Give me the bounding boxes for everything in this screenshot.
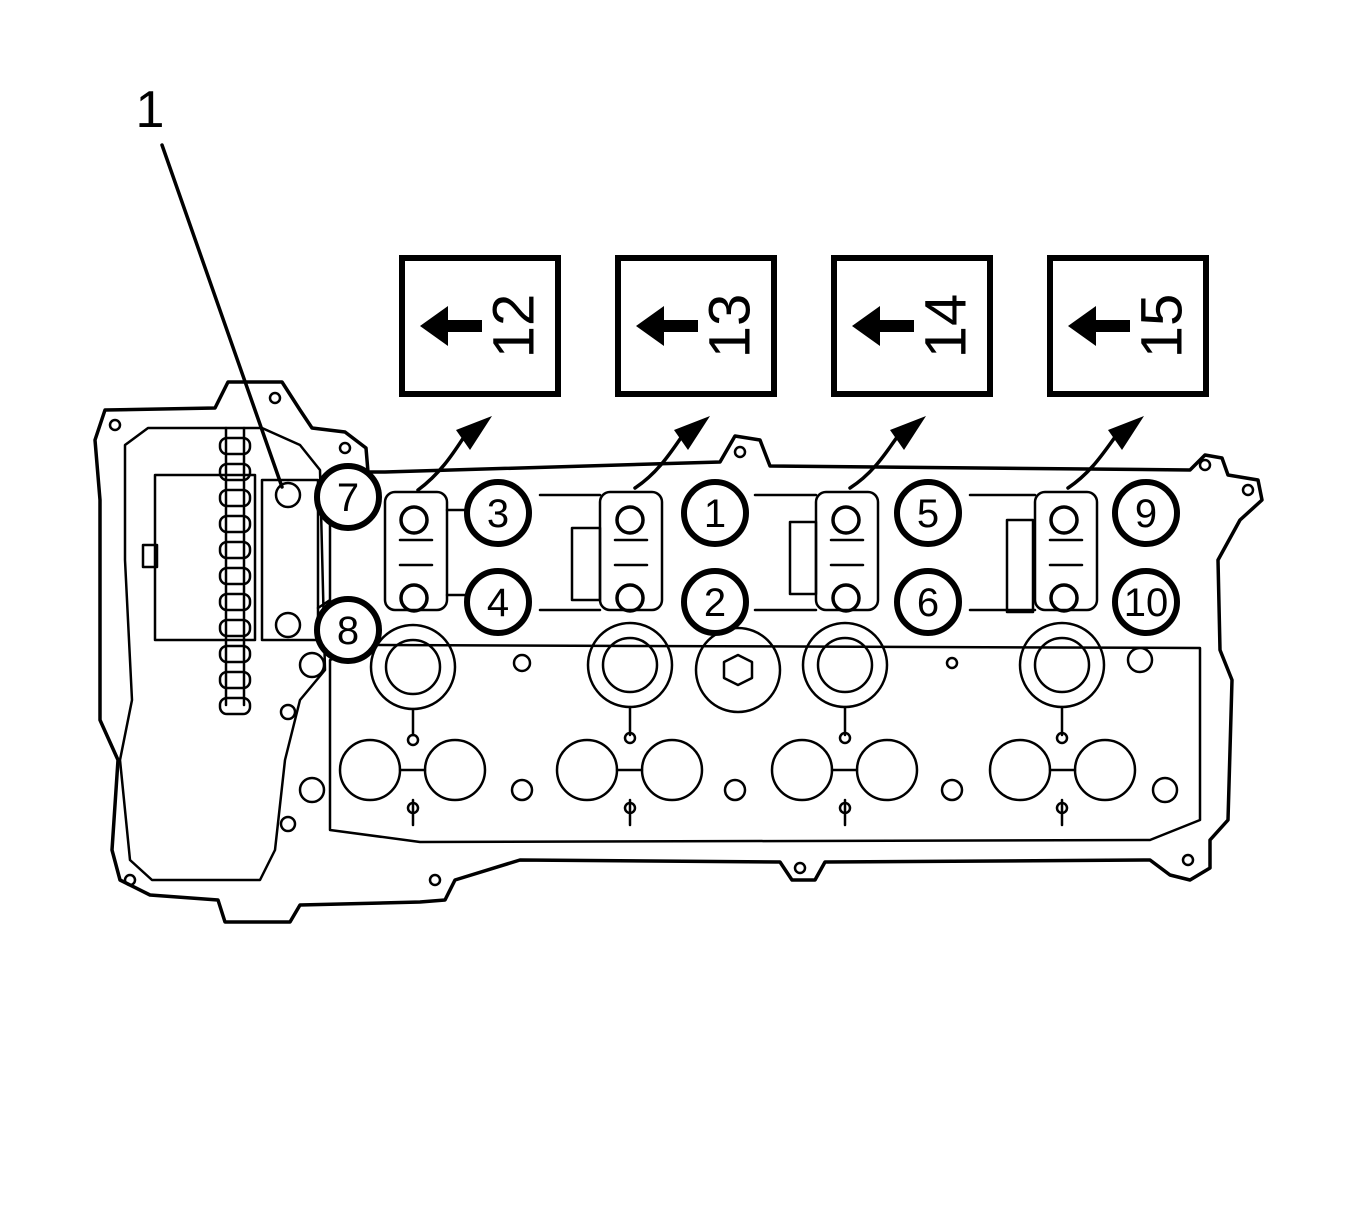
chain-link: [218, 696, 252, 716]
camshaft-journals: [383, 490, 1099, 614]
timing-pocket-outline: [118, 426, 327, 882]
step-arrow-shaft: [442, 320, 482, 332]
arrowhead-step-13: [674, 416, 710, 450]
bolt-callout-circle: [464, 479, 532, 547]
sprocket-housing: [153, 473, 257, 642]
timing-chain: [218, 426, 252, 716]
bolt-callout-label: 1: [704, 492, 726, 536]
bolt-callout-4: 4: [464, 568, 532, 636]
chain-link: [218, 644, 252, 664]
bolt-callout-label: 5: [917, 492, 939, 536]
left-arrow-icon: [420, 306, 448, 346]
valve-ports: [338, 705, 1137, 827]
step-arrow-shaft: [1090, 320, 1130, 332]
bolt-callout-circle: [1112, 479, 1180, 547]
bearing-cap-bolts: [274, 481, 1079, 639]
bolt-callout-label: 7: [337, 476, 359, 520]
chain-link: [218, 514, 252, 534]
step-arrow-shaft: [874, 320, 914, 332]
step-box-15: 15: [1047, 255, 1209, 397]
bolt-callout-label: 6: [917, 581, 939, 625]
step-arrow-shaft: [658, 320, 698, 332]
step-boxes: 12 13 14 15: [399, 255, 1209, 397]
bolt-callout-label: 3: [487, 492, 509, 536]
bolt-callout-circle: [681, 479, 749, 547]
step-number: 14: [914, 294, 979, 359]
left-arrow-icon: [852, 306, 880, 346]
bolt-callouts: 7 3 1 5 9 8 4 2 6 10: [314, 463, 1180, 664]
chain-link: [218, 670, 252, 690]
arrowhead-step-12: [456, 416, 492, 450]
left-arrow-icon: [1068, 306, 1096, 346]
bolt-callout-circle: [314, 463, 382, 531]
chain-link: [218, 618, 252, 638]
step-number: 15: [1130, 294, 1195, 359]
front-bearing-cap: [260, 478, 320, 642]
step-box-12: 12: [399, 255, 561, 397]
bolt-callout-label: 8: [337, 609, 359, 653]
arrowhead-step-14: [890, 416, 926, 450]
leader-label-1: 1: [136, 81, 165, 139]
leader-line-1: [160, 143, 284, 489]
bolt-callout-9: 9: [1112, 479, 1180, 547]
bolt-callout-circle: [1112, 568, 1180, 636]
bolt-callout-8: 8: [314, 596, 382, 664]
arrowhead-step-15: [1108, 416, 1144, 450]
chain-link: [218, 462, 252, 482]
bolt-callout-label: 2: [704, 581, 726, 625]
chain-link: [218, 540, 252, 560]
bolt-callout-5: 5: [894, 479, 962, 547]
mounting-holes: [108, 391, 1255, 887]
step-number: 12: [482, 294, 547, 359]
bolt-callout-circle: [314, 596, 382, 664]
bolt-callout-circle: [464, 568, 532, 636]
bolt-callout-label: 10: [1124, 581, 1169, 625]
bolt-callout-7: 7: [314, 463, 382, 531]
bolt-callout-2: 2: [681, 568, 749, 636]
bolt-callout-circle: [681, 568, 749, 636]
bolt-callout-circle: [894, 568, 962, 636]
chain-link: [218, 592, 252, 612]
spark-plug-bosses: [369, 621, 1106, 714]
chain-link: [218, 488, 252, 508]
step-box-13: 13: [615, 255, 777, 397]
bolt-callout-6: 6: [894, 568, 962, 636]
step-box-14: 14: [831, 255, 993, 397]
step-number: 13: [698, 294, 763, 359]
bolt-callout-10: 10: [1112, 568, 1180, 636]
bolt-callout-1: 1: [681, 479, 749, 547]
lower-frame-outline: [328, 643, 1202, 844]
bolt-callout-label: 4: [487, 581, 509, 625]
bolt-callout-3: 3: [464, 479, 532, 547]
chain-link: [218, 566, 252, 586]
chain-link: [218, 436, 252, 456]
tightening-arrows: [416, 416, 1144, 492]
sprocket-tab: [141, 543, 159, 569]
bolt-callout-circle: [894, 479, 962, 547]
left-arrow-icon: [636, 306, 664, 346]
bolt-callout-label: 9: [1135, 492, 1157, 536]
